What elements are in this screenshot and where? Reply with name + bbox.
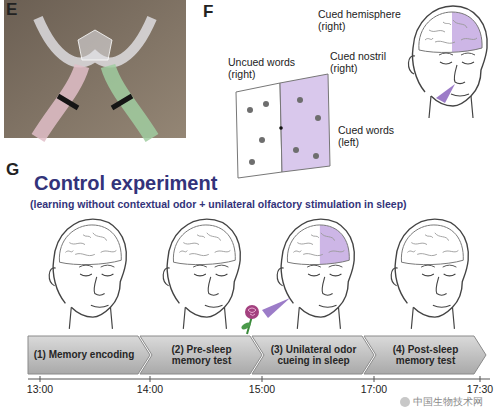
word-screen — [236, 74, 330, 178]
word-dot — [247, 107, 253, 113]
time-label: 13:00 — [20, 383, 60, 395]
step-chevron: (2) Pre-sleep memory test — [140, 336, 262, 374]
callout-label: Uncued words (right) — [228, 56, 300, 80]
panel-title: Control experiment — [34, 172, 217, 195]
time-label: 17:30 — [460, 383, 500, 395]
step-label: (3) Unilateral odor cueing in sleep — [267, 344, 360, 366]
head-figure — [49, 219, 126, 329]
rose-petals — [248, 308, 256, 316]
left-tube — [38, 66, 82, 138]
callout-label: Cued words (left) — [338, 124, 408, 148]
head-figure — [277, 219, 354, 329]
rose-bloom — [245, 305, 259, 319]
word-dot — [259, 137, 265, 143]
odor-arrow — [436, 84, 455, 103]
word-dot — [263, 101, 269, 107]
head-figure — [163, 219, 240, 329]
panel-letter: F — [203, 2, 213, 22]
word-dot — [315, 115, 321, 121]
axis-tick — [40, 376, 480, 382]
nasal-cannula — [38, 18, 152, 62]
word-dot — [249, 159, 255, 165]
callout-label: Cued nostril (right) — [330, 50, 394, 74]
odor-arrow — [262, 298, 290, 318]
photo-background — [4, 0, 186, 138]
time-label: 17:00 — [354, 383, 394, 395]
watermark-icon — [400, 397, 410, 407]
step-label: (2) Pre-sleep memory test — [155, 344, 248, 366]
axis-line — [28, 379, 490, 380]
rose-leaf — [240, 321, 251, 330]
chevron-outline — [28, 336, 150, 374]
time-axis — [28, 376, 490, 382]
fixation-dot — [279, 126, 283, 130]
chevron-outline — [252, 336, 374, 374]
step-label: (1) Memory encoding — [34, 349, 135, 360]
sleep-heads — [49, 219, 468, 329]
device-photo — [4, 0, 186, 138]
callout-label: Cued hemisphere (right) — [318, 8, 402, 32]
word-dot — [297, 97, 303, 103]
step-chevron: (3) Unilateral odor cueing in sleep — [252, 336, 374, 374]
step-chevron: (4) Post-sleep memory test — [364, 336, 486, 374]
chevron-outline — [364, 336, 486, 374]
word-dot — [313, 153, 319, 159]
right-tube — [108, 66, 152, 138]
step-label: (4) Post-sleep memory test — [379, 344, 472, 366]
time-label: 14:00 — [130, 383, 170, 395]
chevron-outline — [140, 336, 262, 374]
panel-subtitle: (learning without contextual odor + unil… — [30, 198, 407, 210]
cued-head — [408, 6, 487, 118]
uncued-half — [236, 83, 282, 178]
nose-piece — [78, 30, 112, 60]
watermark: 中国生物技术网 — [413, 396, 483, 408]
word-dot — [293, 147, 299, 153]
tube-clamp — [58, 96, 132, 108]
rose-icon — [240, 305, 259, 334]
cued-half — [280, 74, 330, 172]
head-figure — [391, 219, 468, 329]
time-label: 15:00 — [242, 383, 282, 395]
panel-letter: G — [6, 160, 19, 180]
head-figure — [408, 6, 487, 118]
panel-letter: E — [6, 0, 17, 20]
step-chevron: (1) Memory encoding — [28, 336, 150, 374]
